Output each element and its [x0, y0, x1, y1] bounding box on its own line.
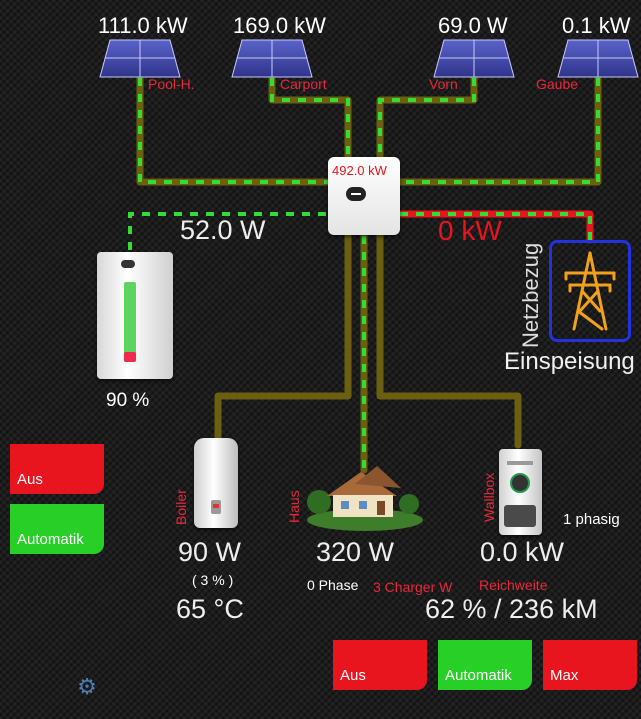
battery-top-logo-icon: [121, 260, 135, 268]
wallbox-phase: 1 phasig: [563, 511, 620, 528]
grid-label-vertical: Netzbezug: [518, 242, 543, 348]
boiler-auto-button[interactable]: Automatik: [10, 504, 104, 554]
wallbox-flow-line: [376, 232, 522, 449]
boiler-percent: ( 3 % ): [192, 572, 234, 588]
solar-name-carport: Carport: [280, 76, 327, 92]
solar-name-gaube: Gaube: [536, 76, 579, 92]
solar-power-carport: 169.0 kW: [233, 13, 326, 38]
solar-panel-icon: [557, 39, 639, 78]
wallbox-label: Wallbox: [481, 472, 497, 522]
solar-panel-icon: [433, 39, 515, 78]
house-icon[interactable]: [305, 462, 423, 532]
boiler-off-button[interactable]: Aus: [10, 444, 104, 494]
battery-flow-line: [128, 212, 330, 250]
wallbox-icon[interactable]: [499, 449, 542, 535]
solar-panel-icon: [231, 39, 313, 78]
inverter[interactable]: 492.0 kW: [328, 157, 400, 235]
grid-tower-button[interactable]: [549, 240, 631, 342]
wallbox-range: 62 % / 236 kM: [425, 594, 598, 624]
boiler-temp: 65 °C: [176, 594, 244, 624]
house-power: 320 W: [316, 537, 395, 567]
battery-level-bar: [124, 282, 136, 362]
solar-flow-lines: [136, 74, 602, 186]
wallbox-max-button[interactable]: Max: [543, 640, 637, 690]
wallbox-phase-info: 0 Phase: [307, 577, 359, 593]
wallbox-off-button[interactable]: Aus: [333, 640, 427, 690]
boiler-flow-line: [214, 232, 352, 444]
solar-power-vorn: 69.0 W: [438, 13, 508, 38]
solar-power-gaube: 0.1 kW: [562, 13, 631, 38]
solar-panel-icons: [99, 39, 639, 78]
wallbox-power: 0.0 kW: [480, 537, 565, 567]
grid-label: Einspeisung: [504, 348, 635, 375]
boiler-power: 90 W: [178, 537, 242, 567]
battery-unit[interactable]: [97, 252, 173, 379]
inverter-display-icon: [346, 187, 366, 201]
solar-name-pool: Pool-H.: [148, 76, 195, 92]
inverter-power: 492.0 kW: [332, 163, 387, 178]
settings-gear-icon[interactable]: ⚙: [77, 674, 97, 699]
solar-power-pool: 111.0 kW: [98, 13, 188, 38]
wallbox-auto-button[interactable]: Automatik: [438, 640, 532, 690]
battery-soc: 90 %: [106, 390, 150, 411]
boiler-icon[interactable]: [194, 438, 238, 528]
wallbox-range-label: Reichweite: [479, 577, 548, 593]
solar-name-vorn: Vorn: [429, 76, 458, 92]
wallbox-charger-info: 3 Charger W: [373, 579, 453, 595]
house-label: Haus: [286, 490, 302, 523]
solar-panel-icon: [99, 39, 181, 78]
grid-flow-line: [396, 210, 594, 244]
power-tower-icon: [564, 251, 616, 331]
battery-power: 52.0 W: [180, 215, 266, 245]
boiler-label: Boiler: [173, 489, 189, 525]
grid-power: 0 kW: [438, 215, 502, 246]
